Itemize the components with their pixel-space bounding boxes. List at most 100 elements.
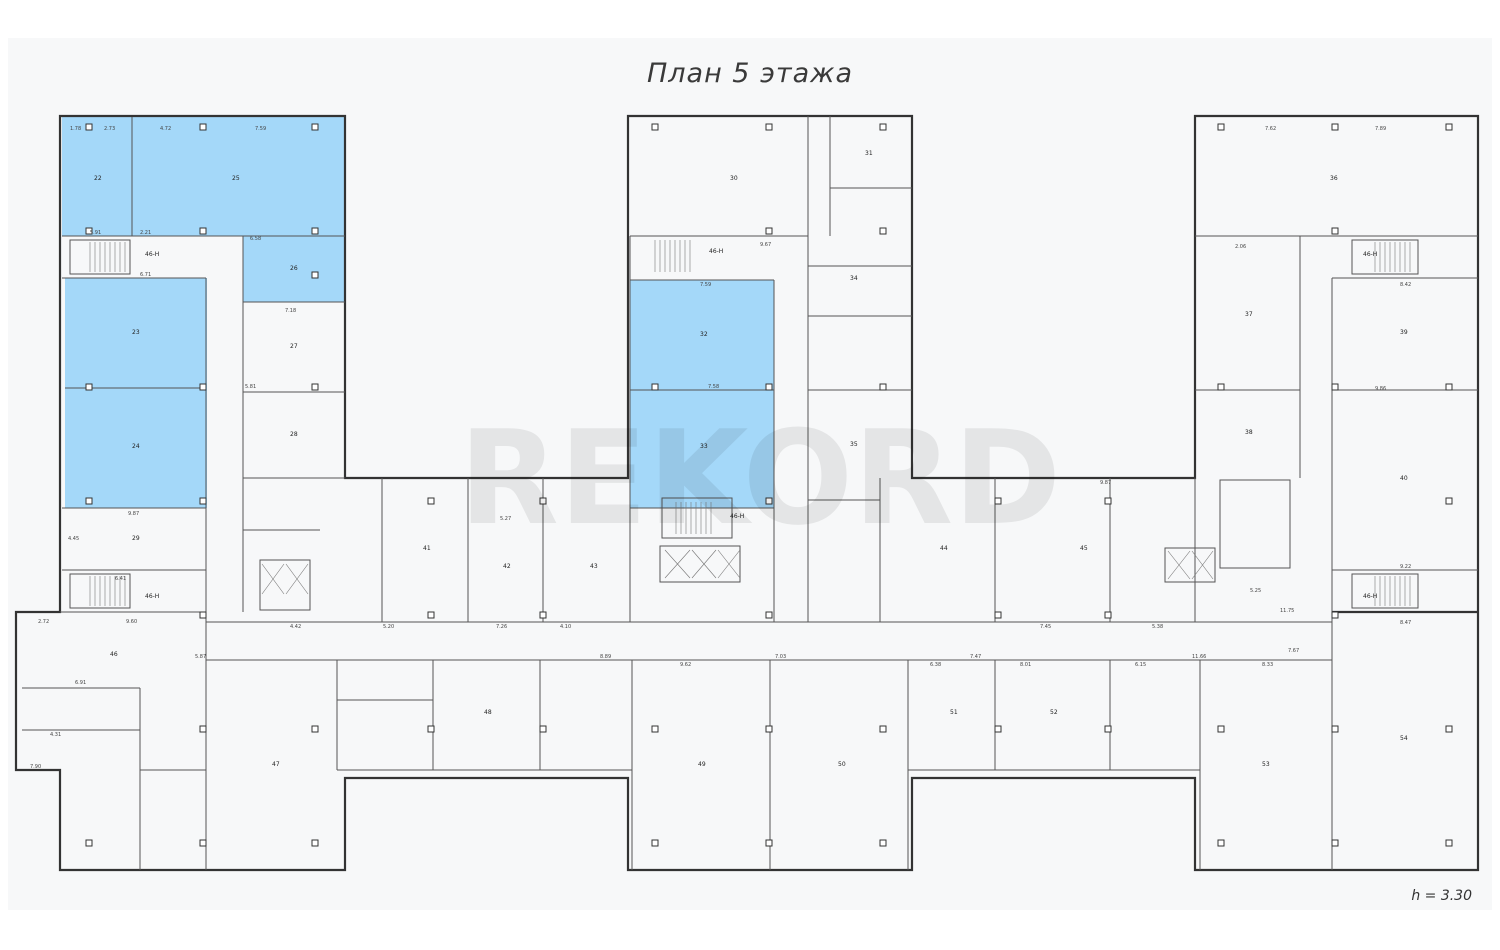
room-label: 34: [850, 275, 858, 282]
stair-labels: 46-Н 46-Н 46-Н 46-Н 46-Н 46-Н: [145, 248, 1377, 600]
room-label: 40: [1400, 475, 1408, 482]
dimension-label: 4.45: [68, 536, 79, 542]
room-label: 24: [132, 443, 140, 450]
dimension-label: 5.27: [500, 516, 511, 522]
highlighted-rooms: [62, 117, 774, 508]
dimension-label: 4.72: [160, 126, 171, 132]
dimension-label: 8.47: [1400, 620, 1411, 626]
dimension-label: 1.78: [70, 126, 81, 132]
highlight-room-center[interactable]: [630, 280, 774, 508]
dimension-label: 6.71: [140, 272, 151, 278]
room-label: 23: [132, 329, 140, 336]
room-label: 52: [1050, 709, 1058, 716]
room-label: 39: [1400, 329, 1408, 336]
room-label: 45: [1080, 545, 1088, 552]
dimension-label: 9.60: [126, 619, 137, 625]
dimension-label: 6.91: [75, 680, 86, 686]
room-label: 36: [1330, 175, 1338, 182]
dimension-label: 7.59: [255, 126, 266, 132]
dimension-label: 4.31: [50, 732, 61, 738]
room-label: 30: [730, 175, 738, 182]
room-label: 46: [110, 651, 118, 658]
dimension-label: 6.58: [250, 236, 261, 242]
dimension-label: 7.03: [775, 654, 786, 660]
room-label: 22: [94, 175, 102, 182]
room-label: 53: [1262, 761, 1270, 768]
dimension-label: 6.38: [930, 662, 941, 668]
room-labels: 22 25 23 24 26 27 28 29 30 31 32 33 34 3…: [94, 150, 1408, 768]
dimension-label: 5.87: [195, 654, 206, 660]
right-wing-partitions: [1164, 235, 1478, 612]
stair-label: 46-Н: [145, 593, 159, 600]
dimension-label: 8.89: [600, 654, 611, 660]
stair-label: 46-Н: [145, 251, 159, 258]
room-label: 48: [484, 709, 492, 716]
room-label: 27: [290, 343, 298, 350]
room-label: 35: [850, 441, 858, 448]
room-label: 33: [700, 443, 708, 450]
dimension-label: 5.25: [1250, 588, 1261, 594]
room-label: 51: [950, 709, 958, 716]
room-label: 49: [698, 761, 706, 768]
dimension-label: 7.18: [285, 308, 296, 314]
room-label: 28: [290, 431, 298, 438]
dimension-label: 8.33: [1262, 662, 1273, 668]
dimension-label: 11.75: [1280, 608, 1294, 614]
dimension-labels: 1.78 2.73 4.72 7.59 5.91 6.58 6.71 2.21 …: [30, 126, 1411, 770]
left-wing-partitions: [62, 117, 345, 612]
dimension-label: 7.90: [30, 764, 41, 770]
dimension-label: 5.81: [245, 384, 256, 390]
dimension-label: 9.62: [680, 662, 691, 668]
dimension-label: 7.67: [1288, 648, 1299, 654]
room-label: 47: [272, 761, 280, 768]
dimension-label: 7.89: [1375, 126, 1386, 132]
room-label: 38: [1245, 429, 1253, 436]
stair-label: 46-Н: [730, 513, 744, 520]
room-label: 50: [838, 761, 846, 768]
room-label: 43: [590, 563, 598, 570]
room-label: 31: [865, 150, 873, 157]
dimension-label: 6.15: [1135, 662, 1146, 668]
corridor: [60, 611, 1333, 870]
dimension-label: 7.59: [700, 282, 711, 288]
highlight-room-top-left-lower[interactable]: [243, 236, 344, 302]
dimension-label: 4.42: [290, 624, 301, 630]
stair-label: 46-Н: [1363, 251, 1377, 258]
dimension-label: 9.22: [1400, 564, 1411, 570]
room-label: 44: [940, 545, 948, 552]
dimension-label: 7.26: [496, 624, 507, 630]
dimension-label: 9.87: [1100, 480, 1111, 486]
dimension-label: 2.06: [1235, 244, 1246, 250]
dimension-label: 6.41: [115, 576, 126, 582]
dimension-label: 7.47: [970, 654, 981, 660]
dimension-label: 2.72: [38, 619, 49, 625]
highlight-room-left[interactable]: [65, 278, 207, 508]
dimension-label: 4.10: [560, 624, 571, 630]
dimension-label: 7.62: [1265, 126, 1276, 132]
dimension-label: 8.01: [1020, 662, 1031, 668]
dimension-label: 11.66: [1192, 654, 1206, 660]
dimension-label: 5.20: [383, 624, 394, 630]
plan-title: План 5 этажа: [646, 58, 854, 89]
room-label: 37: [1245, 311, 1253, 318]
room-label: 41: [423, 545, 431, 552]
dimension-label: 2.73: [104, 126, 115, 132]
south-partitions: [22, 660, 1201, 870]
columns: [85, 123, 1453, 847]
dimension-label: 7.45: [1040, 624, 1051, 630]
dimension-label: 2.21: [140, 230, 151, 236]
central-partitions: [381, 116, 1196, 622]
dimension-label: 7.58: [708, 384, 719, 390]
height-note: h = 3.30: [1411, 888, 1472, 904]
dimension-label: 8.42: [1400, 282, 1411, 288]
room-label: 54: [1400, 735, 1408, 742]
room-label: 26: [290, 265, 298, 272]
dimension-label: 9.67: [760, 242, 771, 248]
dimension-label: 5.91: [90, 230, 101, 236]
dimension-label: 5.38: [1152, 624, 1163, 630]
room-label: 29: [132, 535, 140, 542]
stair-label: 46-Н: [709, 248, 723, 255]
highlight-room-top-left[interactable]: [62, 117, 344, 236]
stairs: [89, 240, 1411, 606]
